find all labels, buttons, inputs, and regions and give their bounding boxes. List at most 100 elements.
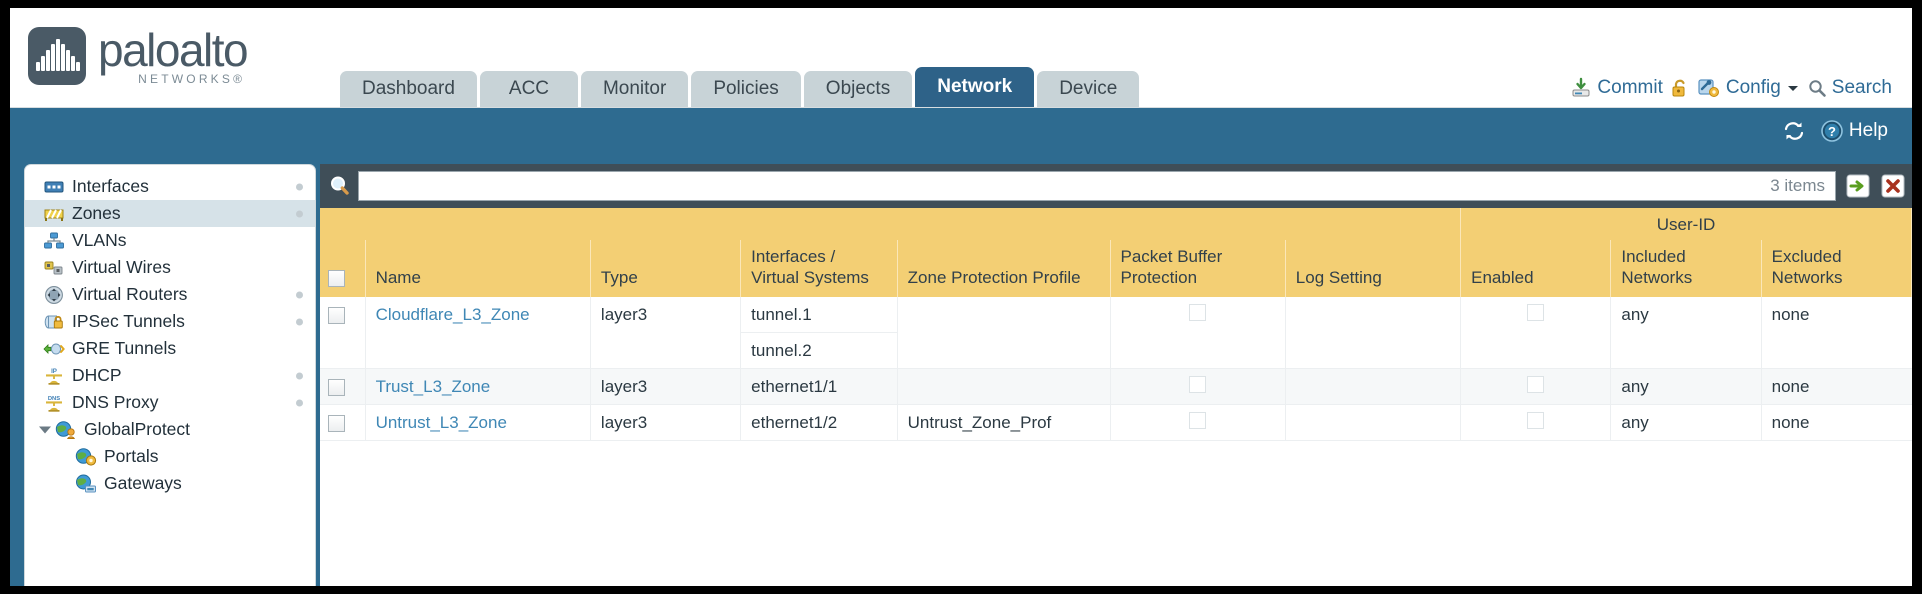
zone-name-link[interactable]: Cloudflare_L3_Zone [375,305,530,324]
cell-excluded-networks: none [1761,404,1912,441]
brand-tagline: NETWORKS® [138,72,246,86]
column-header-enabled[interactable]: Enabled [1460,240,1612,297]
commit-label: Commit [1597,77,1663,98]
help-button[interactable]: ? Help [1820,119,1888,143]
cell-name: Trust_L3_Zone [365,368,591,405]
interface-entry: ethernet1/2 [751,413,838,432]
tab-policies[interactable]: Policies [691,71,801,107]
tab-monitor[interactable]: Monitor [580,71,689,107]
userid-enabled-checkbox[interactable] [1527,412,1545,429]
help-icon: ? [1820,119,1844,143]
expand-caret-icon[interactable] [39,426,51,433]
sidebar-item-gre-tunnels[interactable]: GRE Tunnels [25,335,315,362]
interface-entry: tunnel.2 [751,341,812,360]
tab-network[interactable]: Network [915,67,1035,107]
table-row[interactable]: Untrust_L3_Zone layer3 ethernet1/2 Untrust_… [320,404,1912,441]
zone-name-link[interactable]: Untrust_L3_Zone [375,413,507,432]
tab-objects[interactable]: Objects [803,71,913,107]
logo-bar [36,62,40,71]
sidebar-item-virtual-routers[interactable]: Virtual Routers [25,281,315,308]
row-select-checkbox[interactable] [328,415,345,433]
sidebar-item-virtual-wires[interactable]: Virtual Wires [25,254,315,281]
column-header-zone-protection-profile[interactable]: Zone Protection Profile [897,240,1111,297]
packet-buffer-protection-checkbox[interactable] [1189,412,1207,429]
sidebar-item-gateways[interactable]: Gateways [25,470,315,497]
config-button[interactable]: Config [1697,77,1800,99]
column-header-packet-buffer-protection[interactable]: Packet Buffer Protection [1110,240,1286,297]
search-icon [1807,78,1827,98]
column-header-type[interactable]: Type [590,240,742,297]
userid-enabled-checkbox[interactable] [1527,304,1545,321]
cell-excluded-networks: none [1761,297,1912,369]
sidebar-item-status-dot [296,183,303,190]
sidebar-item-zones[interactable]: Zones [25,200,315,227]
sidebar-item-label: Interfaces [72,176,149,196]
tab-label: Monitor [602,78,667,99]
cell-type: layer3 [590,404,742,441]
column-header-included-networks[interactable]: Included Networks [1610,240,1762,297]
sidebar-item-vlans[interactable]: VLANs [25,227,315,254]
interface-entry: ethernet1/1 [751,377,838,396]
zones-table-body: Cloudflare_L3_Zone layer3 tunnel.1 tunnel.2… [320,297,1912,441]
sidebar-item-interfaces[interactable]: Interfaces [25,173,315,200]
sub-header-band: ? Help [10,108,1912,164]
sidebar-item-label: Portals [104,446,159,466]
logo-bar [56,39,60,71]
commit-icon [1570,77,1592,99]
tab-acc[interactable]: ACC [479,71,578,107]
cell-interfaces: tunnel.1 tunnel.2 [740,297,898,369]
globalprotect-icon [55,420,77,440]
userid-enabled-checkbox[interactable] [1527,376,1545,393]
select-all-checkbox[interactable] [328,270,345,288]
interfaces-icon [43,177,65,197]
apply-filter-button[interactable] [1845,173,1871,199]
header-tools: Commit [1570,77,1892,99]
sidebar-item-label: VLANs [72,230,127,250]
refresh-button[interactable] [1782,120,1806,142]
logo-bar [51,44,55,71]
sidebar-item-portals[interactable]: Portals [25,443,315,470]
sidebar-item-label: Gateways [104,473,182,493]
select-all-header [320,240,366,297]
tab-dashboard[interactable]: Dashboard [340,71,477,107]
lock-button[interactable] [1670,77,1690,99]
column-header-interfaces-virtual-systems[interactable]: Interfaces / Virtual Systems [740,240,898,297]
sidebar-item-ipsec-tunnels[interactable]: IPSec Tunnels [25,308,315,335]
commit-button[interactable]: Commit [1570,77,1663,99]
tab-label: Objects [825,78,891,99]
clear-filter-button[interactable] [1880,173,1906,199]
gateways-icon [75,474,97,494]
zones-icon [43,204,65,224]
filter-input[interactable] [359,172,1771,200]
sidebar-item-status-dot [296,399,303,406]
row-select-checkbox[interactable] [328,379,345,397]
cell-included-networks: any [1610,404,1762,441]
interface-entry: tunnel.1 [741,297,897,333]
zone-name-link[interactable]: Trust_L3_Zone [375,377,491,396]
row-select-checkbox[interactable] [328,307,345,325]
packet-buffer-protection-checkbox[interactable] [1189,304,1207,321]
group-header-userid: User-ID [1460,208,1912,240]
packet-buffer-protection-checkbox[interactable] [1189,376,1207,393]
column-header-name[interactable]: Name [365,240,591,297]
column-header-label: Enabled [1471,268,1534,287]
search-button[interactable]: Search [1807,77,1892,99]
tab-label: Dashboard [362,78,455,99]
ipsec-tunnels-icon [43,312,65,332]
column-header-log-setting[interactable]: Log Setting [1285,240,1462,297]
main-nav-tabs: Dashboard ACC Monitor Policies Objects Networ… [340,67,1140,107]
sidebar-item-globalprotect[interactable]: GlobalProtect [25,416,315,443]
cell-name: Untrust_L3_Zone [365,404,591,441]
cell-zone-protection-profile: Untrust_Zone_Prof [897,404,1111,441]
tab-device[interactable]: Device [1037,71,1140,107]
column-header-excluded-networks[interactable]: Excluded Networks [1761,240,1912,297]
brand-name: paloalto [98,24,249,76]
sidebar-item-status-dot [296,210,303,217]
chevron-down-icon[interactable] [1786,81,1800,95]
